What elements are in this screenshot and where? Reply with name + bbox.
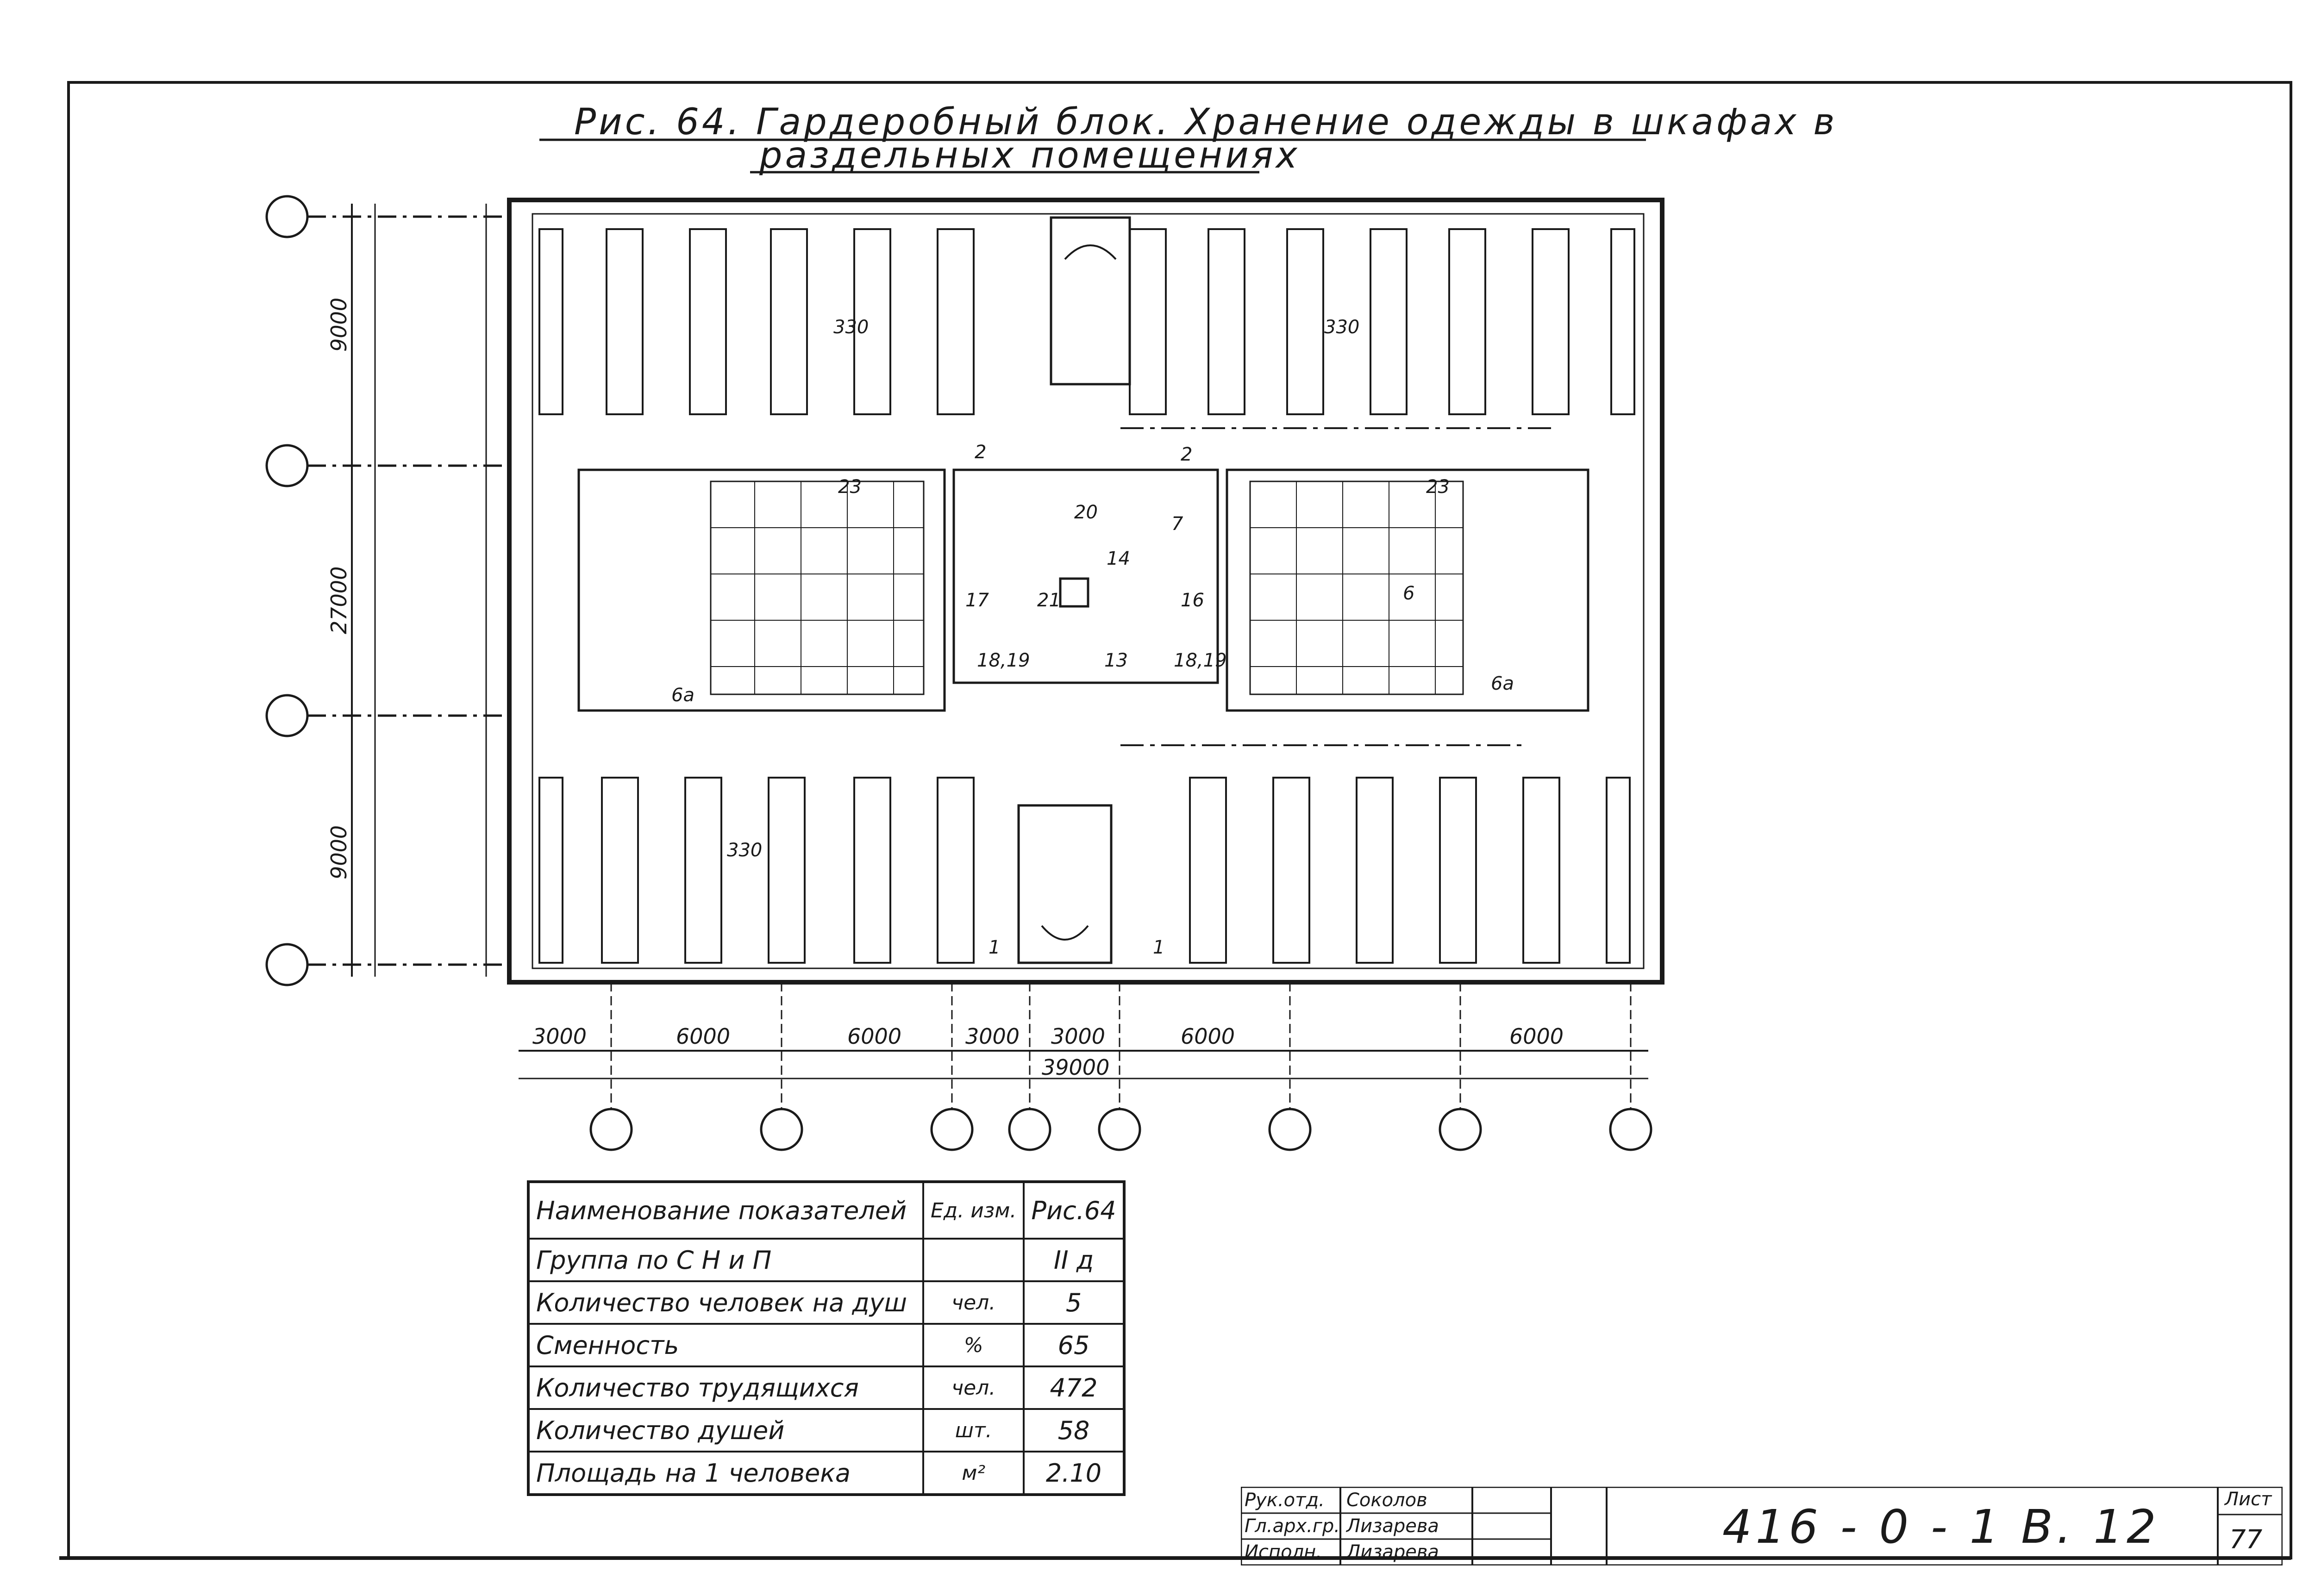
row-value: 472	[1023, 1365, 1125, 1410]
room-13: 13	[1104, 650, 1128, 671]
row-value: 65	[1023, 1323, 1125, 1367]
dim-h-5: 6000	[1181, 1024, 1235, 1049]
room-1-right: 1	[1153, 937, 1164, 958]
room-14: 14	[1107, 548, 1130, 569]
drawing-title-line2: раздельных помещениях	[759, 135, 1300, 176]
room-18-19-right: 18,19	[1174, 650, 1227, 671]
room-18-19-left: 18,19	[977, 650, 1030, 671]
dim-vertical-top: 9000	[326, 298, 351, 352]
row-label: Сменность	[527, 1323, 924, 1367]
table-row: Количество трудящихся чел. 472	[527, 1365, 1125, 1410]
room-21: 21	[1037, 590, 1061, 611]
room-6a-right: 6а	[1491, 673, 1514, 694]
axis-bubbles-bottom	[589, 1108, 1652, 1151]
room-23-right: 23	[1426, 476, 1450, 498]
room-2-left: 2	[975, 442, 986, 463]
room-7: 7	[1171, 513, 1183, 535]
building-outline	[507, 198, 1664, 985]
row-value: 5	[1023, 1280, 1125, 1325]
dim-h-4: 3000	[1051, 1024, 1105, 1049]
dim-h-1: 6000	[676, 1024, 730, 1049]
table-row: Количество человек на душ чел. 5	[527, 1280, 1125, 1325]
room-6: 6	[1403, 583, 1414, 604]
table-row: Количество душей шт. 58	[527, 1408, 1125, 1453]
cabinet-note-3: 330	[727, 840, 762, 861]
stamp-name-head: Соколов	[1346, 1490, 1427, 1511]
stamp-drawing-code: 416 - 0 - 1 В. 12	[1722, 1500, 2160, 1554]
dim-h-6: 6000	[1509, 1024, 1564, 1049]
row-value: 2.10	[1023, 1451, 1125, 1496]
staircase-bottom	[1017, 804, 1113, 964]
stamp-role-chief-architect: Гл.арх.гр.	[1245, 1515, 1340, 1537]
stamp-name-executor: Лизарева	[1346, 1541, 1439, 1563]
stamp-role-executor: Исполн.	[1245, 1541, 1322, 1563]
central-sanitary-block	[577, 468, 1589, 712]
dim-h-3: 3000	[965, 1024, 1020, 1049]
stamp-grid	[1241, 1487, 2283, 1565]
dim-h-0: 3000	[532, 1024, 587, 1049]
row-label: Группа по С Н и П	[527, 1238, 924, 1282]
title-block-stamp: Рук.отд. Гл.арх.гр. Исполн. Соколов Лиза…	[1241, 1487, 2283, 1565]
cabinet-note-1: 330	[833, 317, 869, 338]
row-label: Количество человек на душ	[527, 1280, 924, 1325]
cabinet-rows-bottom	[538, 777, 1631, 964]
room-2-right: 2	[1181, 444, 1192, 465]
row-unit: м²	[922, 1451, 1025, 1496]
cabinet-rows-top	[538, 228, 1635, 415]
dim-total: 39000	[1042, 1055, 1109, 1080]
header-unit: Ед. изм.	[922, 1181, 1025, 1240]
room-20: 20	[1074, 502, 1098, 523]
drawing-title-line1: Рис. 64. Гардеробный блок. Хранение одеж…	[574, 101, 1837, 143]
dim-vertical-total: 27000	[326, 567, 351, 634]
row-unit	[922, 1238, 1025, 1282]
dim-h-2: 6000	[847, 1024, 901, 1049]
stamp-sheet-number: 77	[2229, 1525, 2263, 1555]
table-row: Группа по С Н и П II д	[527, 1238, 1125, 1282]
table-row: Сменность % 65	[527, 1323, 1125, 1367]
table-row: Площадь на 1 человека м² 2.10	[527, 1451, 1125, 1496]
row-value: 58	[1023, 1408, 1125, 1453]
room-6a-left: 6а	[671, 685, 694, 706]
room-17: 17	[965, 590, 989, 611]
row-unit: шт.	[922, 1408, 1025, 1453]
row-label: Количество душей	[527, 1408, 924, 1453]
floor-plan	[265, 195, 1664, 1151]
table-header-row: Наименование показателей Ед. изм. Рис.64	[527, 1181, 1125, 1240]
header-fig: Рис.64	[1023, 1181, 1125, 1240]
axis-bubbles-left	[265, 195, 509, 986]
row-label: Количество трудящихся	[527, 1365, 924, 1410]
row-unit: %	[922, 1323, 1025, 1367]
sheet-frame	[67, 81, 2292, 1559]
stamp-sheet-label: Лист	[2225, 1489, 2272, 1510]
row-unit: чел.	[922, 1365, 1025, 1410]
indicators-table: Наименование показателей Ед. изм. Рис.64…	[527, 1180, 1126, 1496]
room-16: 16	[1181, 590, 1204, 611]
stamp-name-chief-architect: Лизарева	[1346, 1515, 1439, 1537]
row-value: II д	[1023, 1238, 1125, 1282]
room-1-left: 1	[989, 937, 1000, 958]
stamp-role-head: Рук.отд.	[1245, 1490, 1325, 1511]
cabinet-note-2: 330	[1324, 317, 1359, 338]
header-name: Наименование показателей	[527, 1181, 924, 1240]
row-unit: чел.	[922, 1280, 1025, 1325]
dim-vertical-bottom: 9000	[326, 825, 351, 879]
row-label: Площадь на 1 человека	[527, 1451, 924, 1496]
staircase-top	[1050, 216, 1131, 386]
room-23-left: 23	[838, 476, 862, 498]
